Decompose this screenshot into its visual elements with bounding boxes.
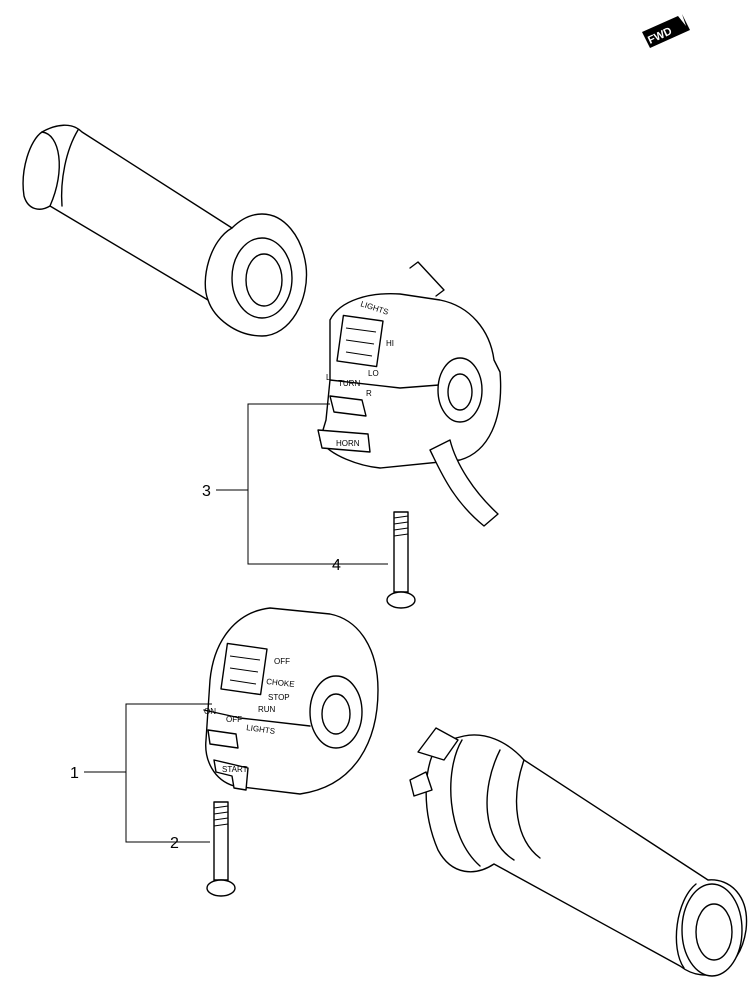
left-handlebar-grip: [22, 124, 308, 337]
stop-mark: STOP: [268, 693, 290, 702]
horn-mark: HORN: [336, 439, 360, 448]
start-mark: START: [222, 765, 248, 774]
off2-mark: OFF: [226, 715, 242, 724]
off-mark: OFF: [274, 657, 290, 666]
on-mark: ON: [204, 707, 216, 716]
throttle-grip: [409, 727, 748, 977]
screw-2: [206, 801, 236, 897]
turn-mark: TURN: [338, 379, 360, 388]
right-handlebar-switch: OFF CHOKE STOP RUN ON OFF LIGHTS START: [203, 607, 379, 795]
fwd-arrow-icon: FWD: [642, 14, 690, 48]
choke-mark: CHOKE: [266, 677, 295, 689]
r-mark: R: [366, 389, 372, 398]
lo-mark: LO: [368, 369, 379, 378]
screw-4: [386, 511, 416, 609]
lights2-mark: LIGHTS: [246, 723, 276, 736]
hi-mark: HI: [386, 339, 394, 348]
callout-2: 2: [170, 835, 179, 852]
callout-4: 4: [332, 557, 341, 574]
l-mark: L: [326, 373, 331, 382]
callout-1: 1: [70, 765, 79, 782]
callout-3: 3: [202, 483, 211, 500]
leader-lines: [84, 403, 388, 843]
left-handlebar-switch: LIGHTS HI LO TURN L R HORN: [317, 261, 502, 527]
run-mark: RUN: [258, 705, 276, 714]
